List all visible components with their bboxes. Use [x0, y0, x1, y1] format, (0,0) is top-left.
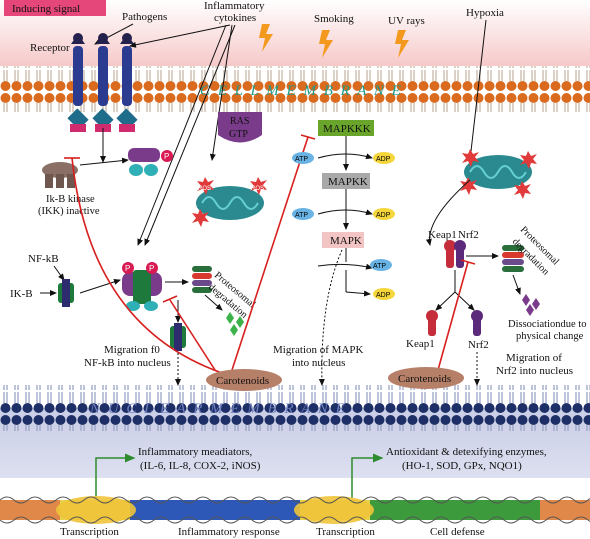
transcription-right-label: Transcription [316, 526, 375, 538]
inflammatory-mediators-1: Inflammatory meadiators, [138, 446, 252, 458]
carotenoids-right-shape [388, 367, 464, 389]
mapkkk-box [318, 120, 374, 136]
receptor-group [67, 33, 138, 132]
cell-membrane-label: C E L L M E M B R A N E [200, 83, 403, 99]
uv-rays-label: UV rays [388, 15, 425, 27]
carotenoids-left-shape [206, 369, 282, 391]
cytokines-label-2: cytokines [214, 12, 256, 24]
adp-label-1: ADP [376, 156, 391, 163]
ros-label-1: ROS [198, 186, 211, 192]
adp-label-2: ADP [376, 212, 391, 219]
mapkkk-label: MAPKKK [323, 123, 371, 135]
nfkb-ikb-complex-icon [58, 279, 74, 307]
degradation-arrow-right [512, 274, 521, 295]
cell-defense-label: Cell defense [430, 526, 485, 538]
transcription-left-label: Transcription [60, 526, 119, 538]
p-label-1: P [125, 264, 130, 273]
ikk-active-icon: P [128, 148, 173, 176]
cytokines-label-1: Inflammatory [204, 0, 265, 12]
dissociation-fork [435, 270, 475, 311]
antioxidant-1: Antioxidant & detexifying enzymes, [386, 446, 547, 458]
hypoxia-label: Hypoxia [466, 7, 504, 19]
inducing-signal-label: Inducing signal [12, 3, 80, 15]
complex-arrow [79, 279, 121, 294]
nuclear-membrane [0, 385, 590, 431]
nfkb-arrow [53, 265, 65, 281]
antioxidant-2: (HO-1, SOD, GPx, NQO1) [402, 460, 522, 472]
mapk-migration-arrow [318, 249, 343, 386]
carotenoids-left-label: Carotenoids [216, 375, 269, 387]
pathogens-label: Pathogens [122, 11, 167, 23]
atp-adp-group [292, 152, 395, 300]
p-label-2: P [149, 264, 154, 273]
fragments-right-icon [522, 294, 540, 316]
degradation-arrow-left [204, 294, 223, 311]
mapkk-label: MAPKK [328, 176, 368, 188]
mapkk-box [322, 173, 370, 189]
smoking-label: Smoking [314, 13, 354, 25]
dna-strand [0, 496, 590, 524]
smoking-bolt-icon [259, 24, 273, 52]
inducing-signal-box [4, 0, 106, 16]
proteasome-left-icon [192, 266, 212, 293]
phospho-complex-icon [122, 262, 162, 311]
inflammatory-mediators-2: (IL-6, IL-8, COX-2, iNOS) [140, 460, 261, 472]
mapk-adp-arrow [345, 290, 371, 297]
ros-to-keap1-arrow [425, 179, 471, 246]
keap1-free-icon [426, 310, 438, 336]
mapk-box [322, 232, 364, 248]
mitochondrion-left-icon [192, 177, 267, 227]
ikb-label: IK-B [10, 288, 33, 300]
nrf2-free-icon [471, 310, 483, 336]
migration-mapk-2: into nucleus [292, 357, 345, 369]
receptor-label: Receptor [30, 42, 70, 54]
keap1-label: Keap1 [428, 229, 457, 241]
dissociation-2: physical change [516, 331, 584, 342]
keap1-lower-label: Keap1 [406, 338, 435, 350]
inflammatory-response-label: Inflammatory response [178, 526, 280, 538]
migration-nrf2-2: Nrf2 into nucleus [496, 365, 573, 377]
inhibition-lines-left [64, 134, 316, 376]
smoking-bolt-2-icon [319, 30, 333, 58]
uv-bolt-icon [395, 30, 409, 58]
proteasome-right-icon [502, 245, 524, 272]
dissociation-1: Dissociationdue to [508, 319, 586, 330]
nuclear-membrane-label: N U C L E A R M E M B R A N E [89, 401, 347, 417]
mitochondrion-right-icon [460, 149, 537, 199]
adp-label-3: ADP [376, 292, 391, 299]
ras-gtp-shape [218, 112, 262, 143]
transcription-arrow-left [95, 453, 136, 498]
inhibition-lines-right [437, 259, 476, 371]
signal-arrows [94, 19, 487, 246]
mapk-label: MAPK [330, 235, 362, 247]
nrf2-lower-label: Nrf2 [468, 339, 489, 351]
ikk-p-label: P [164, 152, 169, 161]
ikk-activation-arrow [79, 157, 129, 166]
migration-nfkb-1: Migration f0 [104, 344, 160, 356]
migration-nrf2-1: Migration of [506, 352, 562, 364]
migration-nfkb-2: NF-kB into nucleus [84, 357, 171, 369]
carotenoids-right-label: Carotenoids [398, 373, 451, 385]
ikk-label-1: Ik-B kinase [46, 194, 95, 205]
transcription-arrow-right [351, 453, 384, 498]
atp-label-3: ATP [373, 263, 386, 270]
keap1-nrf2-complex-icon [444, 240, 466, 268]
ikk-inactive-icon [42, 162, 78, 188]
nrf2-label: Nrf2 [458, 229, 479, 241]
atp-label-2: ATP [295, 212, 308, 219]
migration-mapk-1: Migration of MAPK [273, 344, 364, 356]
gtp-label: GTP [229, 129, 248, 140]
nfkb-label: NF-kB [28, 253, 59, 265]
ikk-label-2: (IKK) inactive [38, 206, 100, 217]
mapk-cascade-arrows [317, 136, 373, 270]
ros-label-2: ROS [251, 186, 264, 192]
atp-label-1: ATP [295, 156, 308, 163]
nfkb-free-icon [170, 323, 186, 351]
ras-label: RAS [230, 116, 249, 127]
fragments-left-icon [226, 312, 244, 336]
